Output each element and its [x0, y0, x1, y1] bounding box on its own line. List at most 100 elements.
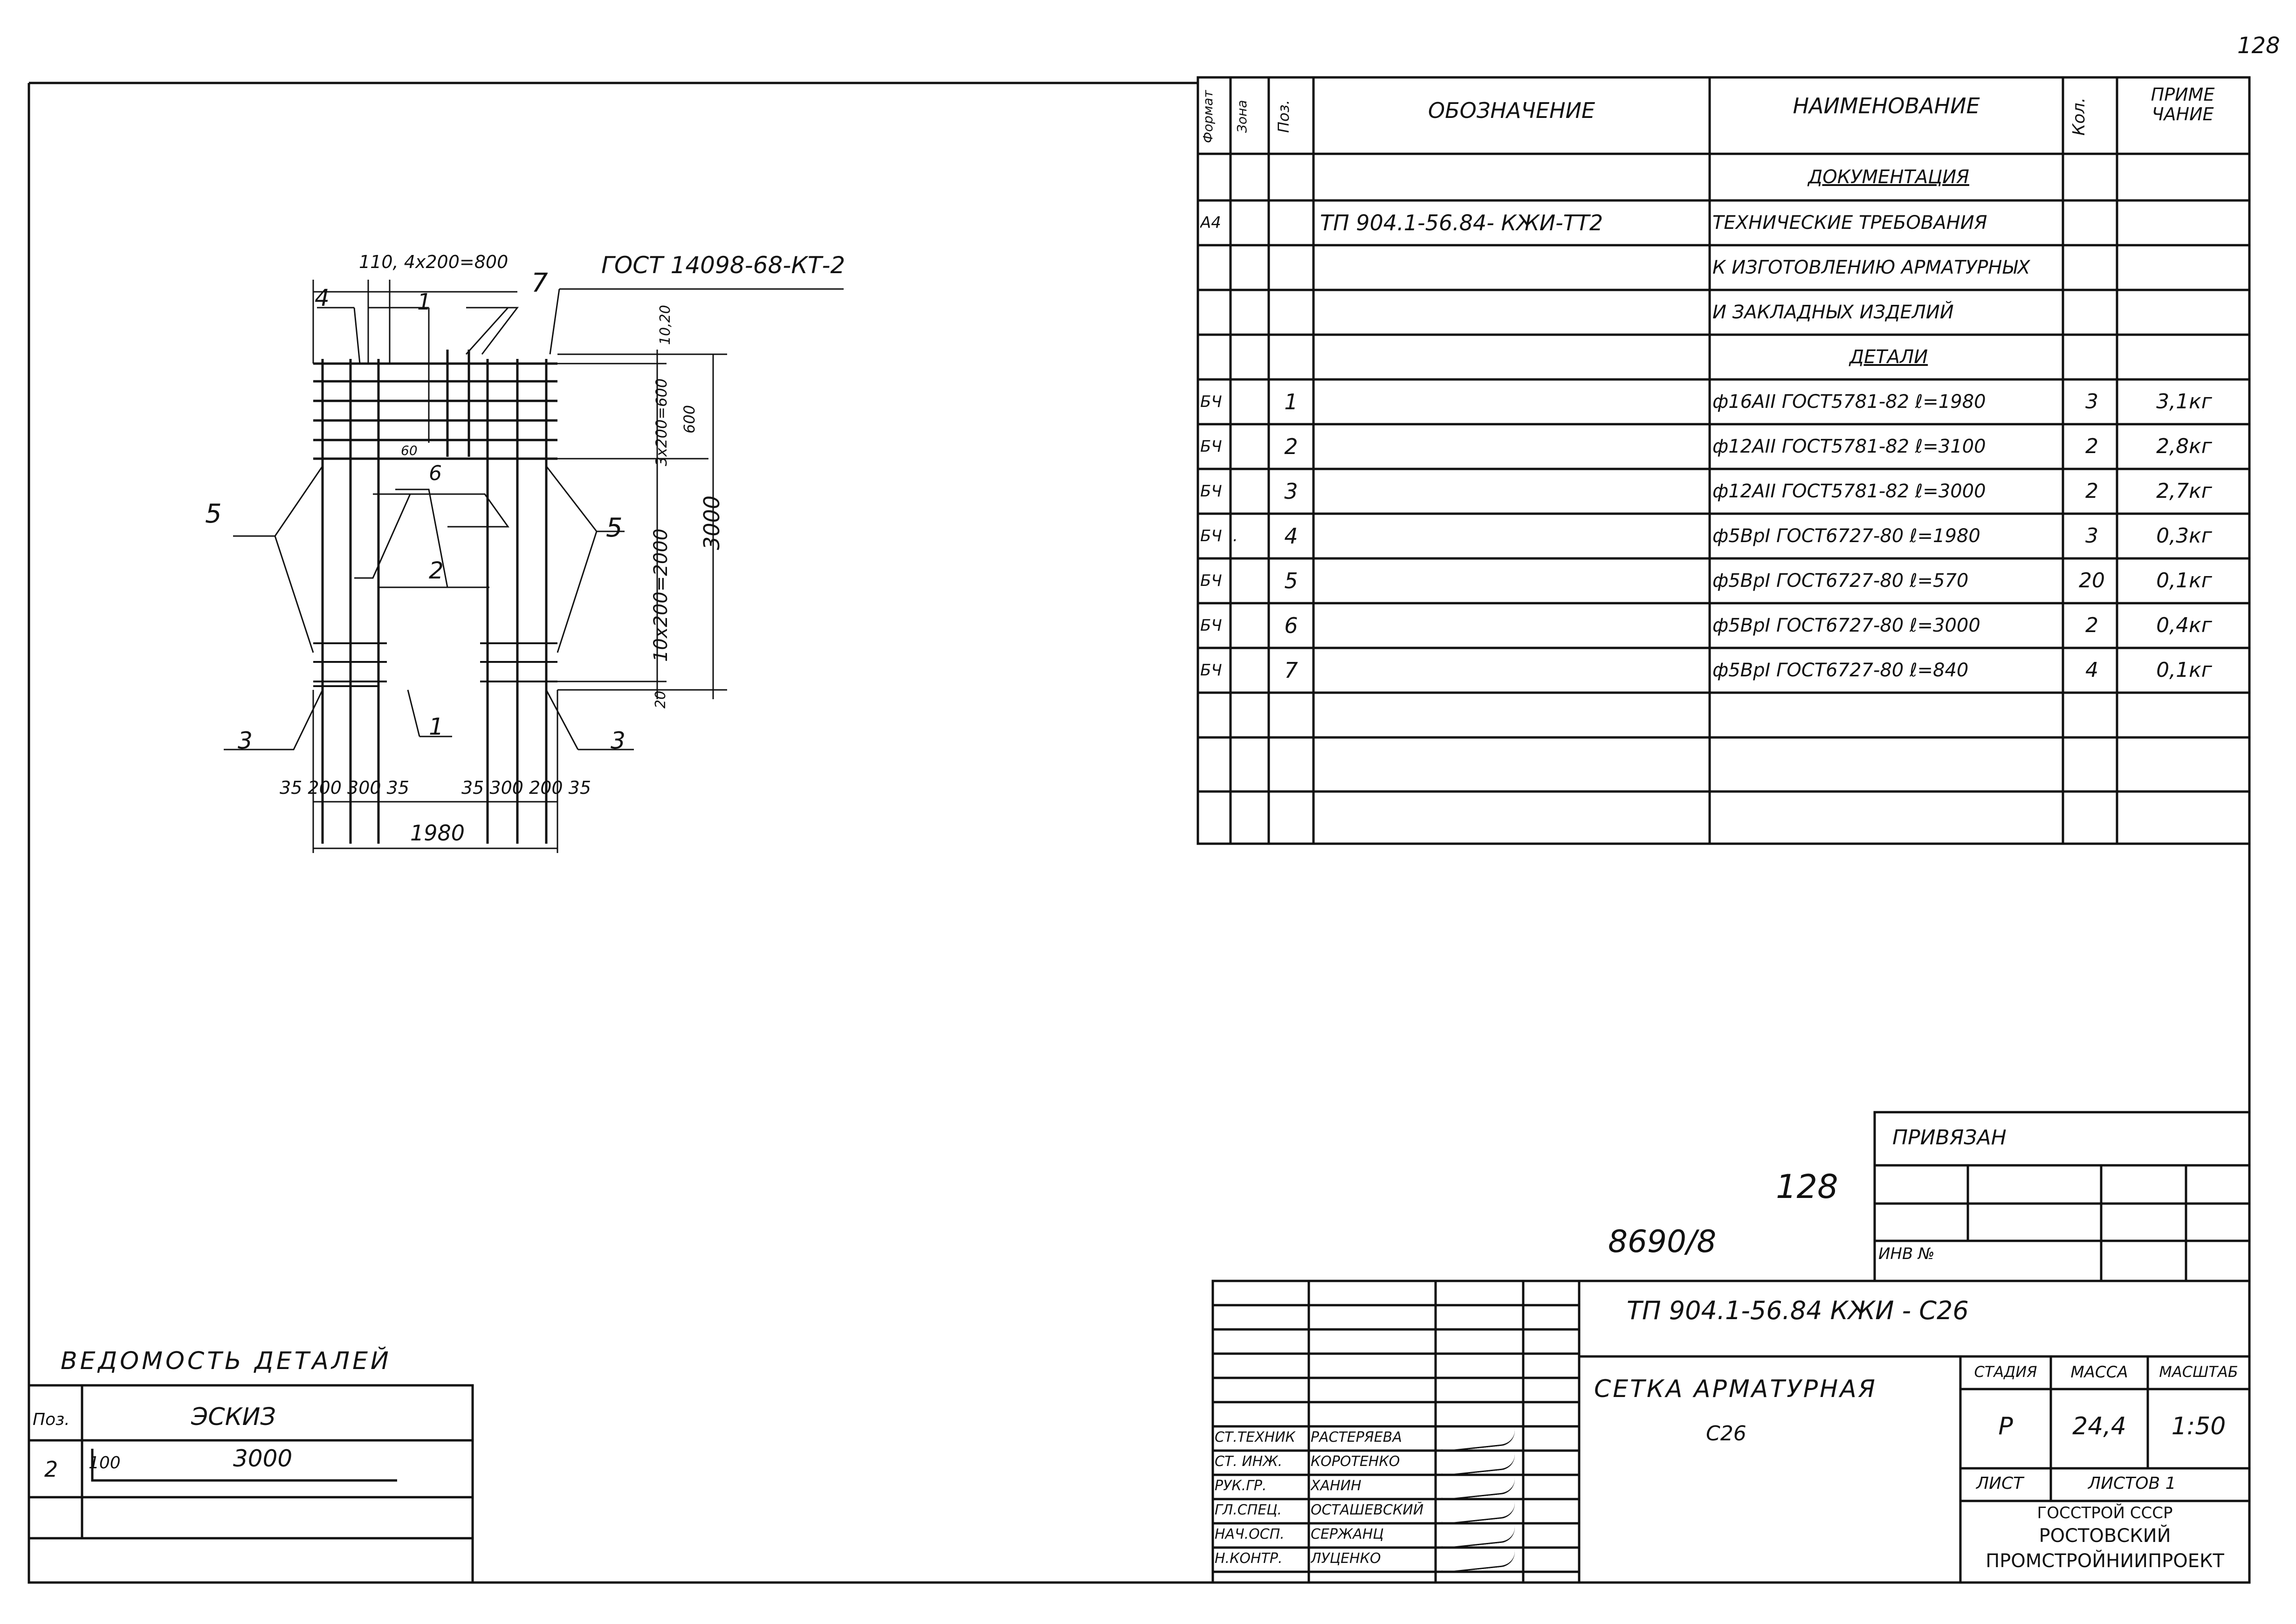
spec-cell-zone [1233, 335, 1265, 379]
header-note: ПРИМЕ ЧАНИЕ [2151, 84, 2215, 124]
sheet-number: 128 [2237, 33, 2280, 59]
spec-cell-designation [1320, 290, 1710, 335]
handwritten-128: 128 [1776, 1168, 1838, 1206]
spec-cell-note: 0,1кг [2156, 569, 2212, 592]
spec-cell-name [1712, 693, 2065, 737]
spec-cell-format: БЧ [1200, 661, 1222, 680]
spec-table-row [1198, 737, 2249, 782]
spec-cell-zone [1233, 379, 1265, 424]
spec-cell-note: 0,1кг [2156, 658, 2212, 682]
spec-cell-note: 0,4кг [2156, 613, 2212, 637]
dim-10x200: 10х200=2000 [650, 528, 672, 662]
spec-cell-name: ф5ВрI ГОСТ6727-80 ℓ=840 [1712, 660, 1969, 681]
spec-cell-format [1200, 154, 1230, 200]
spec-cell-format [1200, 737, 1230, 782]
spec-cell-qty: 20 [2079, 569, 2105, 592]
spec-cell-zone [1233, 245, 1265, 290]
spec-cell-format: БЧ [1200, 571, 1222, 590]
spec-cell-name: ф16АII ГОСТ5781-82 ℓ=1980 [1712, 391, 1986, 413]
callout-4: 4 [315, 284, 330, 311]
spec-cell-note [2119, 737, 2249, 782]
signature-name: ЛУЦЕНКО [1311, 1550, 1381, 1567]
spec-cell-qty [2065, 693, 2119, 737]
signature-name: РАСТЕРЯЕВА [1311, 1429, 1402, 1445]
spec-cell-qty: 3 [2085, 390, 2098, 413]
details-sketch-header: ЭСКИЗ [191, 1403, 276, 1431]
top-dimension: 110, 4х200=800 [359, 252, 509, 272]
dim-20: 20 [653, 690, 669, 709]
spec-cell-note [2119, 335, 2249, 379]
spec-cell-note: 2,7кг [2156, 479, 2212, 503]
spec-cell-zone [1233, 154, 1265, 200]
spec-cell-qty: 3 [2085, 524, 2098, 548]
spec-cell-pos [1269, 782, 1313, 836]
spec-cell-name: И ЗАКЛАДНЫХ ИЗДЕЛИЙ [1712, 302, 1954, 323]
spec-cell-zone [1233, 782, 1265, 836]
spec-cell-qty [2065, 290, 2119, 335]
mass-value: 24,4 [2072, 1412, 2126, 1440]
spec-cell-zone [1233, 200, 1265, 245]
spec-cell-designation [1320, 558, 1710, 603]
spec-cell-name: ДЕТАЛИ [1849, 346, 1928, 368]
org-line-1: ГОССТРОЙ СССР [2037, 1504, 2173, 1522]
title-block-lines [1211, 1280, 2251, 1584]
spec-cell-qty: 2 [2085, 613, 2098, 637]
spec-cell-pos [1269, 245, 1313, 290]
bottom-total-dim: 1980 [410, 820, 465, 846]
spec-cell-qty: 2 [2085, 434, 2098, 458]
stage-value: Р [1998, 1412, 2013, 1440]
signature-name: СЕРЖАНЦ [1311, 1526, 1384, 1542]
org-line-3: ПРОМСТРОЙНИИПРОЕКТ [1986, 1550, 2224, 1572]
spec-cell-name: ф12АII ГОСТ5781-82 ℓ=3100 [1712, 436, 1986, 457]
spec-cell-pos [1269, 737, 1313, 782]
spec-cell-pos: 2 [1284, 434, 1298, 459]
header-format: Формат [1200, 90, 1216, 143]
details-title: ВЕДОМОСТЬ ДЕТАЛЕЙ [61, 1347, 392, 1375]
spec-cell-note [2119, 693, 2249, 737]
spec-cell-name: ф5ВрI ГОСТ6727-80 ℓ=570 [1712, 570, 1969, 592]
spec-cell-qty [2065, 737, 2119, 782]
spec-cell-name: ТЕХНИЧЕСКИЕ ТРЕБОВАНИЯ [1712, 212, 1987, 234]
spec-cell-pos [1269, 335, 1313, 379]
spec-cell-zone [1233, 648, 1265, 693]
spec-cell-pos: 6 [1284, 613, 1298, 638]
header-designation: ОБОЗНАЧЕНИЕ [1428, 98, 1595, 123]
spec-cell-pos: 5 [1284, 568, 1298, 593]
spec-cell-qty [2065, 200, 2119, 245]
sheets-label: ЛИСТОВ 1 [2088, 1474, 2176, 1493]
signature-name: ХАНИН [1311, 1478, 1361, 1494]
spec-cell-designation [1320, 424, 1710, 469]
details-row-offset: 100 [89, 1453, 121, 1473]
spec-cell-format: БЧ [1200, 527, 1222, 545]
sheet-label: ЛИСТ [1976, 1474, 2024, 1493]
gost-label: ГОСТ 14098-68-КТ-2 [601, 252, 846, 279]
spec-cell-zone [1233, 290, 1265, 335]
handwritten-8690: 8690/8 [1608, 1224, 1717, 1259]
spec-cell-pos: 4 [1284, 523, 1298, 549]
spec-cell-zone [1233, 424, 1265, 469]
mass-header: МАССА [2070, 1363, 2128, 1382]
spec-cell-pos [1269, 693, 1313, 737]
header-zone: Зона [1234, 100, 1250, 133]
header-pos: Поз. [1275, 100, 1292, 133]
spec-cell-designation [1320, 245, 1710, 290]
spec-cell-designation [1320, 693, 1710, 737]
spec-cell-zone [1233, 693, 1265, 737]
spec-cell-note [2119, 782, 2249, 836]
spec-cell-zone: . [1233, 527, 1238, 545]
signature-role: СТ. ИНЖ. [1215, 1453, 1283, 1470]
header-name: НАИМЕНОВАНИЕ [1793, 93, 1980, 118]
spec-cell-format [1200, 290, 1230, 335]
spec-cell-pos: 1 [1284, 389, 1298, 414]
org-line-2: РОСТОВСКИЙ [2039, 1525, 2171, 1547]
spec-table-row: ДОКУМЕНТАЦИЯ [1198, 154, 2249, 200]
spec-cell-note [2119, 154, 2249, 200]
spec-cell-qty [2065, 335, 2119, 379]
dim-60: 60 [401, 443, 418, 458]
spec-cell-designation [1320, 379, 1710, 424]
dim-600: 600 [681, 405, 698, 434]
spec-table-row [1198, 782, 2249, 836]
